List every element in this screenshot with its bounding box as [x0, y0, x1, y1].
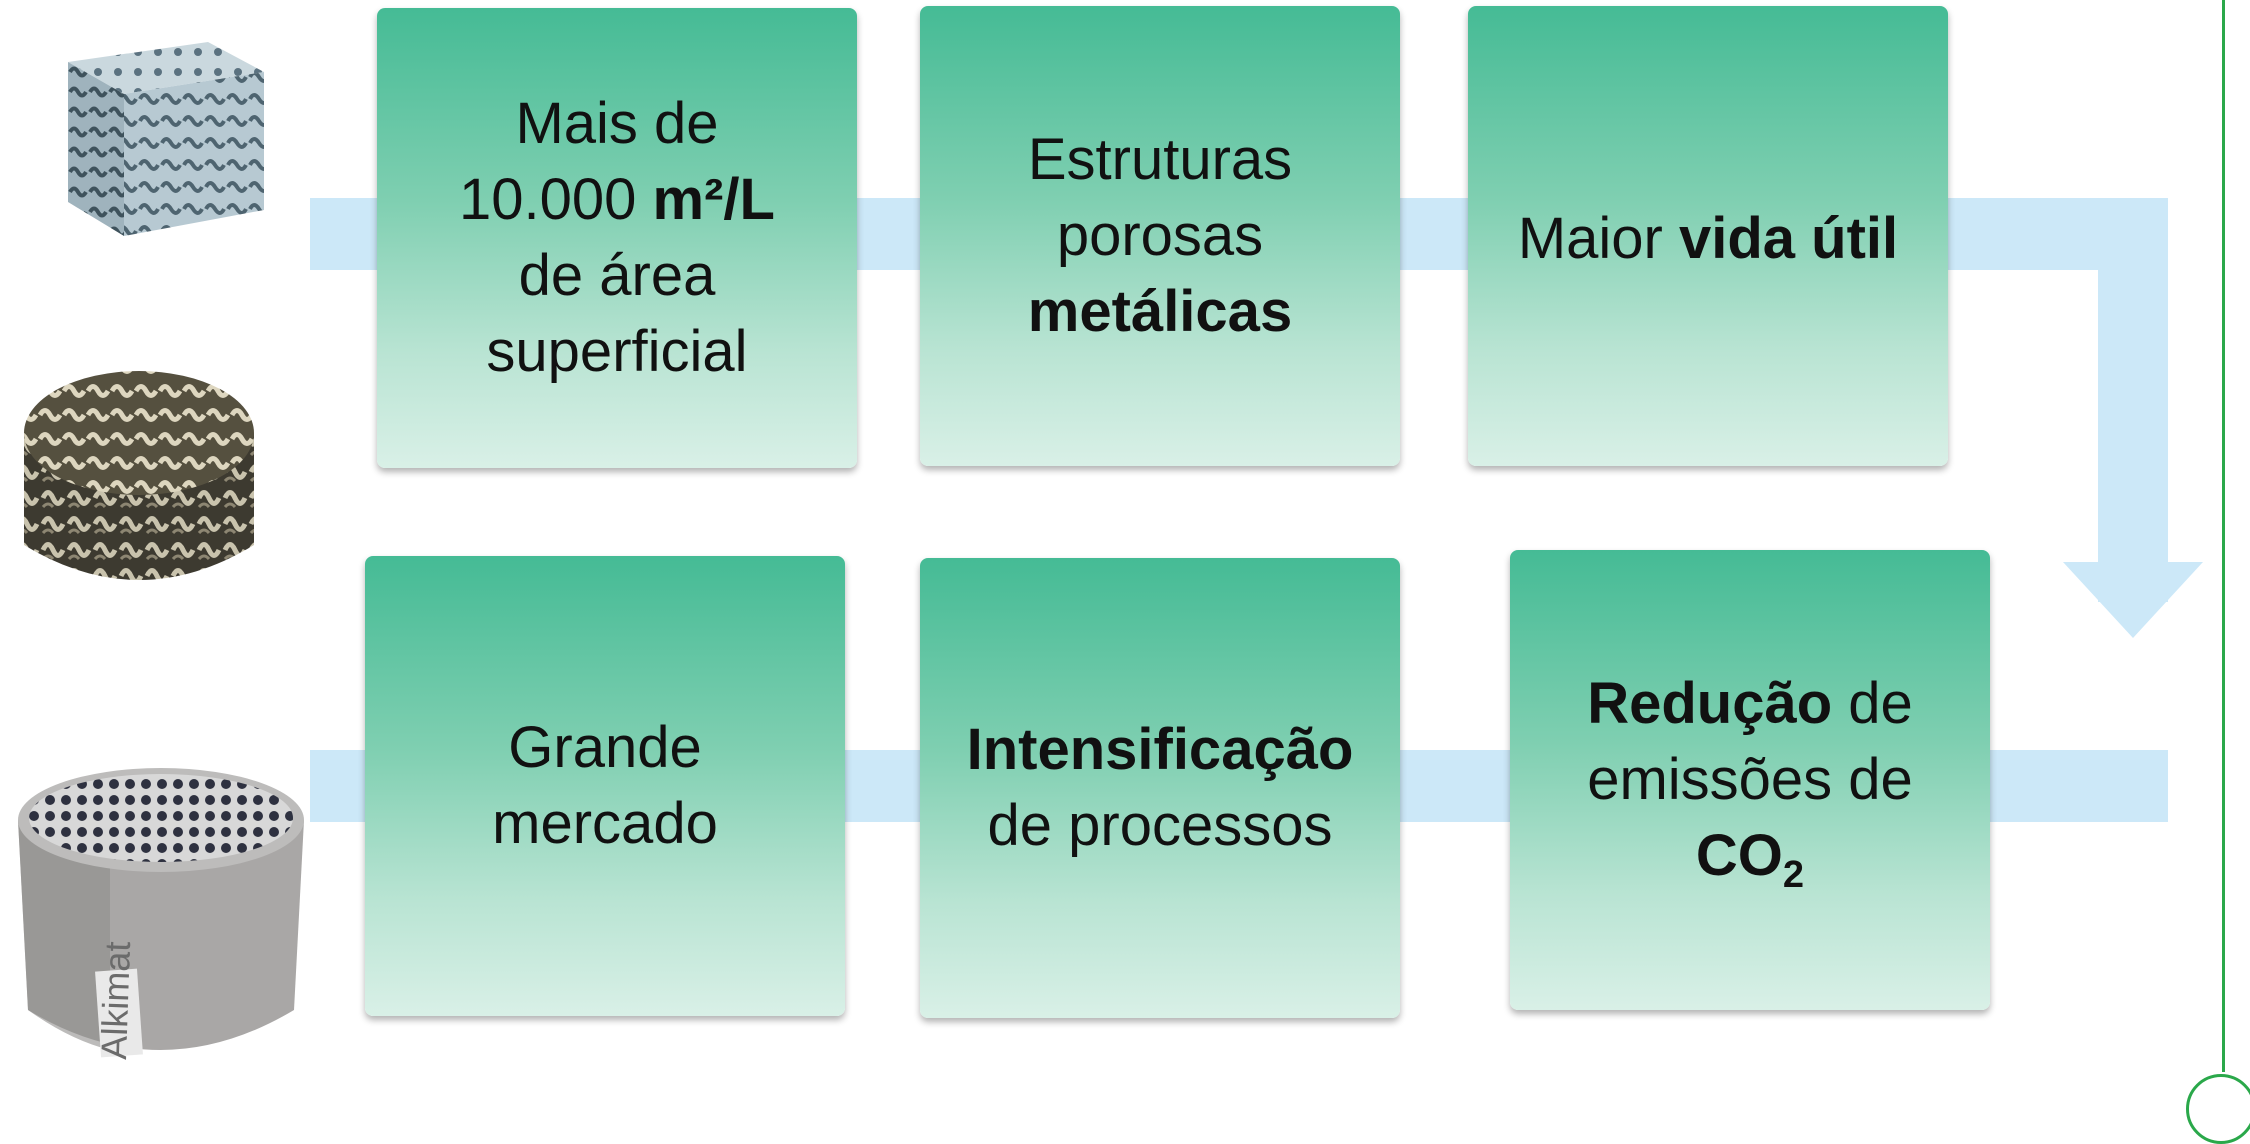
- card-lifetime-text: Maior vida útil: [1518, 201, 1898, 277]
- card-surface-area: Mais de 10.000 m²/L de área superficial: [377, 8, 857, 468]
- card-bold-unit: m²/L: [652, 167, 775, 232]
- card-bold-word: Redução: [1587, 671, 1833, 736]
- card-surface-area-text: Mais de 10.000 m²/L de área superficial: [459, 86, 775, 390]
- card-bold-line: metálicas: [1027, 279, 1293, 344]
- card-line: de área: [518, 243, 716, 308]
- card-line: de: [1832, 671, 1913, 736]
- flow-band-connector: [2098, 232, 2168, 602]
- card-line: porosas: [1056, 203, 1264, 268]
- card-line: Estruturas: [1027, 127, 1293, 192]
- catalyst-cylinder-image: Alkimat: [18, 768, 304, 1060]
- card-line: Mais de: [515, 91, 719, 156]
- card-market: Grande mercado: [365, 556, 845, 1016]
- card-process-intensification-text: Intensificação de processos: [967, 712, 1354, 864]
- card-bold-line: Intensificação: [966, 717, 1354, 782]
- card-line: de processos: [987, 793, 1333, 858]
- gyroid-cube-image: [68, 42, 264, 236]
- card-line: Maior: [1517, 206, 1679, 271]
- decorative-circle-icon: [2186, 1074, 2250, 1144]
- card-line: 10.000: [459, 167, 653, 232]
- card-line: Grande: [508, 715, 702, 780]
- card-process-intensification: Intensificação de processos: [920, 558, 1400, 1018]
- metal-foam-cylinder-image: [24, 371, 254, 580]
- card-line: emissões de: [1587, 747, 1913, 812]
- card-porous-structures-text: Estruturas porosas metálicas: [1028, 122, 1292, 350]
- card-bold-line: vida útil: [1679, 206, 1899, 271]
- card-line: mercado: [492, 791, 718, 856]
- card-lifetime: Maior vida útil: [1468, 6, 1948, 466]
- flow-arrow-down-icon: [2063, 562, 2203, 638]
- card-co2-reduction-text: Redução de emissões de CO2: [1587, 666, 1913, 894]
- card-line: superficial: [486, 319, 748, 384]
- card-subscript: 2: [1782, 854, 1805, 896]
- card-market-text: Grande mercado: [492, 710, 718, 862]
- decorative-vertical-line: [2222, 0, 2225, 1072]
- card-co2-reduction: Redução de emissões de CO2: [1510, 550, 1990, 1010]
- cylinder-label: Alkimat: [93, 941, 138, 1060]
- card-porous-structures: Estruturas porosas metálicas: [920, 6, 1400, 466]
- card-bold-formula: CO: [1695, 823, 1783, 888]
